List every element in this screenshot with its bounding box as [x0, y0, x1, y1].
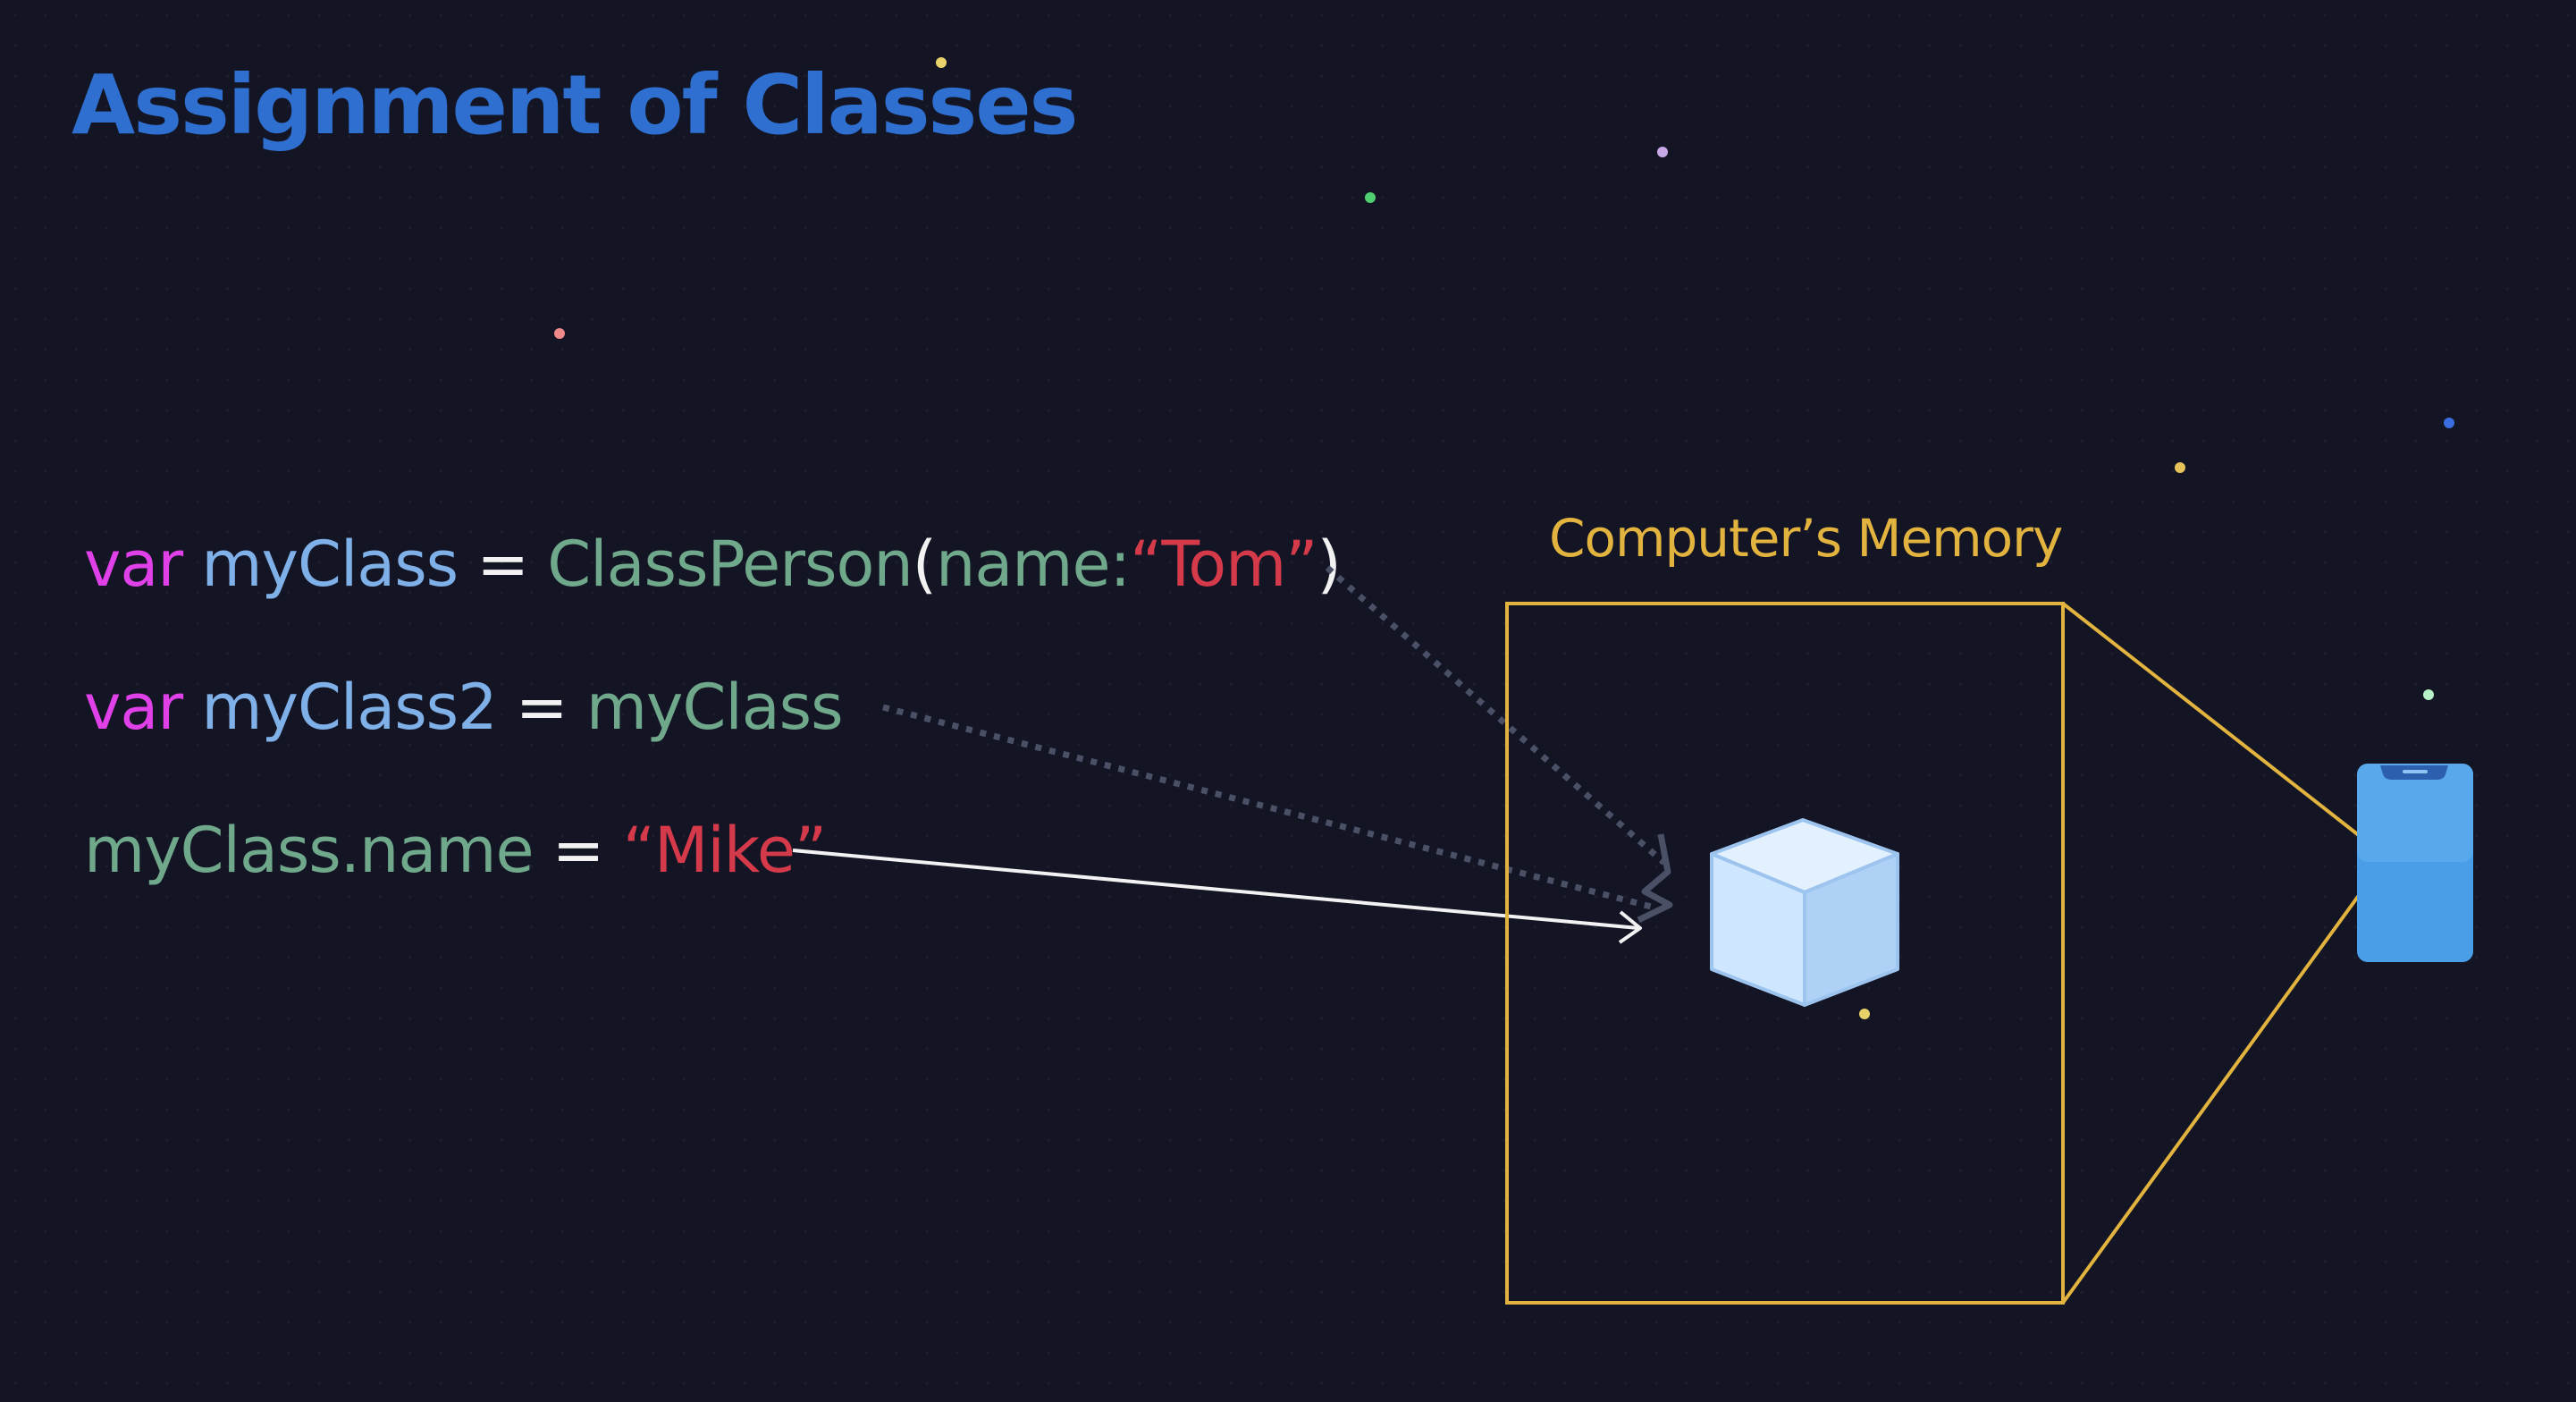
reference-arrow-myclass	[1325, 565, 1667, 866]
memory-box	[1505, 602, 2065, 1305]
code-token: myClass	[585, 671, 844, 744]
phone-icon	[2357, 764, 2473, 962]
code-token: (	[912, 528, 937, 601]
reference-arrow-myclass2	[882, 704, 1659, 912]
code-token: var	[84, 528, 202, 601]
code-token: myClass.name	[84, 814, 535, 887]
code-token: “Tom”	[1130, 528, 1317, 601]
mutation-arrow	[792, 849, 1639, 930]
mutation-arrowhead	[1618, 910, 1642, 944]
code-line-2: var myClass2 = myClass	[84, 671, 844, 744]
code-token: name:	[936, 528, 1131, 601]
code-token: myClass	[201, 528, 459, 601]
code-line-1: var myClass = ClassPerson(name:“Tom”)	[84, 528, 1342, 601]
code-token: =	[496, 671, 586, 744]
zoom-line-bottom	[2061, 892, 2361, 1305]
zoom-line-top	[2061, 602, 2361, 838]
memory-label: Computer’s Memory	[1549, 508, 2063, 569]
code-token: )	[1317, 528, 1342, 601]
slide-title: Assignment of Classes	[72, 57, 1078, 153]
decorative-stars	[554, 57, 2454, 1019]
arrowhead-reference	[1637, 833, 1673, 924]
code-token: =	[533, 814, 623, 887]
code-token: =	[458, 528, 548, 601]
cube-icon	[1710, 818, 1899, 1007]
code-token: myClass2	[201, 671, 497, 744]
code-token: var	[84, 671, 202, 744]
code-token: ClassPerson	[547, 528, 913, 601]
